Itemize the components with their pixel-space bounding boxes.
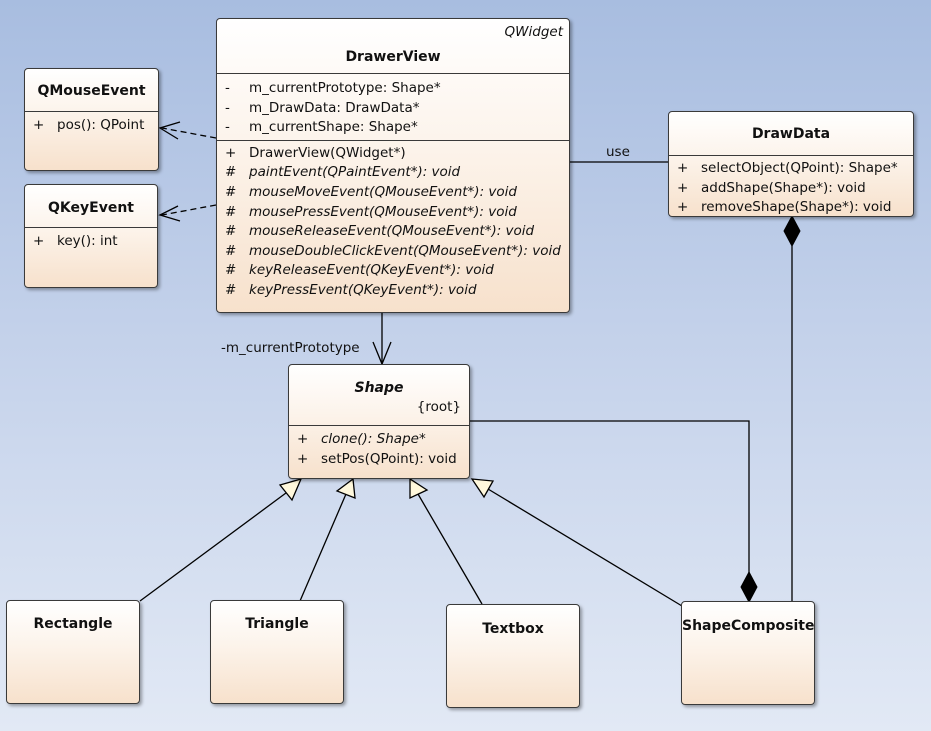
operation-row: +selectObject(QPoint): Shape* [677,160,898,176]
class-qmouseevent[interactable]: QMouseEvent +pos(): QPoint [24,68,159,171]
shapecomposite-composition-line [469,420,750,574]
dependency-line-qmouseevent [161,127,217,139]
class-rectangle-header: Rectangle [7,601,139,641]
generalization-arrowhead-textbox [409,477,429,500]
generalization-line-textbox [417,493,483,605]
operation-row: #mouseDoubleClickEvent(QMouseEvent*): vo… [225,242,561,259]
operation-row: #mouseMoveEvent(QMouseEvent*): void [225,183,517,200]
class-shape-name: Shape [354,380,404,396]
drawdata-composition-diamond [783,214,801,248]
attribute-row: -m_currentPrototype: Shape* [225,80,441,96]
class-shapecomposite[interactable]: ShapeComposite [681,601,815,705]
operation-row: #keyPressEvent(QKeyEvent*): void [225,281,477,298]
operation-row: #paintEvent(QPaintEvent*): void [225,164,461,181]
class-drawerview-attributes: -m_currentPrototype: Shape* -m_DrawData:… [217,74,569,141]
class-qmouseevent-name: QMouseEvent [37,83,146,99]
operation-row: +clone(): Shape* [297,431,426,447]
class-qkeyevent-header: QKeyEvent [25,185,157,228]
class-drawerview-stereotype: QWidget [504,24,563,40]
dependency-arrowhead-qkeyevent [158,205,181,222]
generalization-line-shapecomposite [487,488,683,607]
class-drawerview-operations: +DrawerView(QWidget*) #paintEvent(QPaint… [217,141,569,303]
generalization-arrowhead-triangle [335,477,356,499]
generalization-line-rectangle [139,489,291,602]
class-drawdata-operations: +selectObject(QPoint): Shape* +addShape(… [669,156,913,220]
operation-row: +addShape(Shape*): void [677,179,866,196]
class-qkeyevent-operations: +key(): int [25,228,157,254]
use-association-label: use [606,144,630,160]
class-drawerview-name: DrawerView [345,49,441,65]
class-qkeyevent[interactable]: QKeyEvent +key(): int [24,184,158,288]
dependency-line-qkeyevent [161,204,217,216]
class-drawerview-header: QWidget DrawerView [217,19,569,74]
attribute-row: -m_DrawData: DrawData* [225,99,420,116]
class-qmouseevent-header: QMouseEvent [25,69,158,112]
operation-row: #keyReleaseEvent(QKeyEvent*): void [225,262,494,279]
operation-row: +setPos(QPoint): void [297,450,457,467]
class-drawdata[interactable]: DrawData +selectObject(QPoint): Shape* +… [668,111,914,217]
generalization-line-triangle [299,493,347,602]
class-drawerview[interactable]: QWidget DrawerView -m_currentPrototype: … [216,18,570,313]
class-textbox-name: Textbox [482,621,544,637]
operation-row: #mousePressEvent(QMouseEvent*): void [225,203,517,220]
class-shapecomposite-name: ShapeComposite [682,618,815,634]
class-shape-operations: +clone(): Shape* +setPos(QPoint): void [289,426,469,471]
class-triangle-name: Triangle [245,616,309,632]
dependency-arrowhead-qmouseevent [158,121,181,140]
class-textbox[interactable]: Textbox [446,604,580,708]
class-qkeyevent-name: QKeyEvent [48,200,134,216]
operation-row: +removeShape(Shape*): void [677,199,892,216]
class-shapecomposite-header: ShapeComposite [682,602,814,642]
class-drawdata-header: DrawData [669,112,913,156]
class-rectangle[interactable]: Rectangle [6,600,140,704]
operation-row: +DrawerView(QWidget*) [225,144,406,161]
class-shape-property: {root} [416,399,461,415]
generalization-arrowhead-rectangle [278,477,303,502]
class-shape[interactable]: Shape {root} +clone(): Shape* +setPos(QP… [288,364,470,479]
generalization-arrowhead-shapecomposite [470,478,495,499]
operation-row: +pos(): QPoint [33,117,145,133]
attribute-row: -m_currentShape: Shape* [225,119,418,136]
class-shape-header: Shape {root} [289,365,469,426]
class-triangle[interactable]: Triangle [210,600,344,704]
class-qmouseevent-operations: +pos(): QPoint [25,112,158,138]
class-drawdata-name: DrawData [751,126,831,142]
operation-row: +key(): int [33,233,118,249]
shapecomposite-composition-diamond [740,570,758,604]
current-prototype-role-label: -m_currentPrototype [221,340,360,356]
class-triangle-header: Triangle [211,601,343,641]
operation-row: #mouseReleaseEvent(QMouseEvent*): void [225,223,535,240]
class-textbox-header: Textbox [447,605,579,645]
class-rectangle-name: Rectangle [33,616,113,632]
